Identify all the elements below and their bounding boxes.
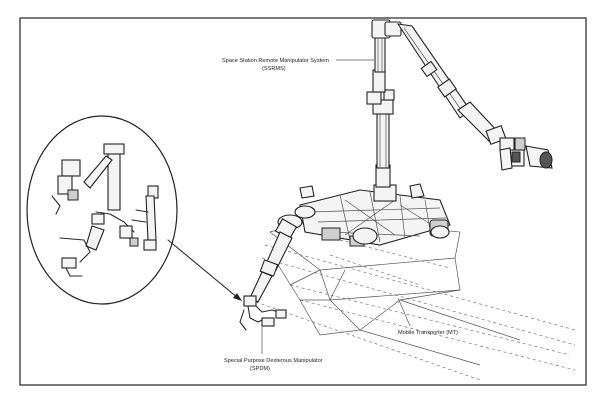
- spdm-label-line1: Special Purpose Dexterous Manipulator: [224, 358, 323, 364]
- mobile-transporter: [277, 183, 451, 247]
- inset-pointer-arrow: [167, 239, 242, 301]
- truss-structure: [249, 217, 576, 381]
- mt-callout: Mobile Transporter (MT): [397, 297, 458, 336]
- ssrms-label-line2: (SSRMS): [262, 66, 286, 72]
- figure-frame: [19, 17, 587, 386]
- spdm-arm: [239, 218, 298, 331]
- spdm-callout: Special Purpose Dexterous Manipulator (S…: [224, 326, 323, 372]
- spdm-label-line2: (SPDM): [250, 366, 270, 372]
- spdm-detail-inset: [26, 115, 178, 305]
- ssrms-arm: [366, 19, 553, 202]
- ssrms-callout: Space Station Remote Manipulator System …: [222, 58, 374, 72]
- mt-label: Mobile Transporter (MT): [398, 330, 458, 336]
- ssrms-label-line1: Space Station Remote Manipulator System: [222, 58, 329, 64]
